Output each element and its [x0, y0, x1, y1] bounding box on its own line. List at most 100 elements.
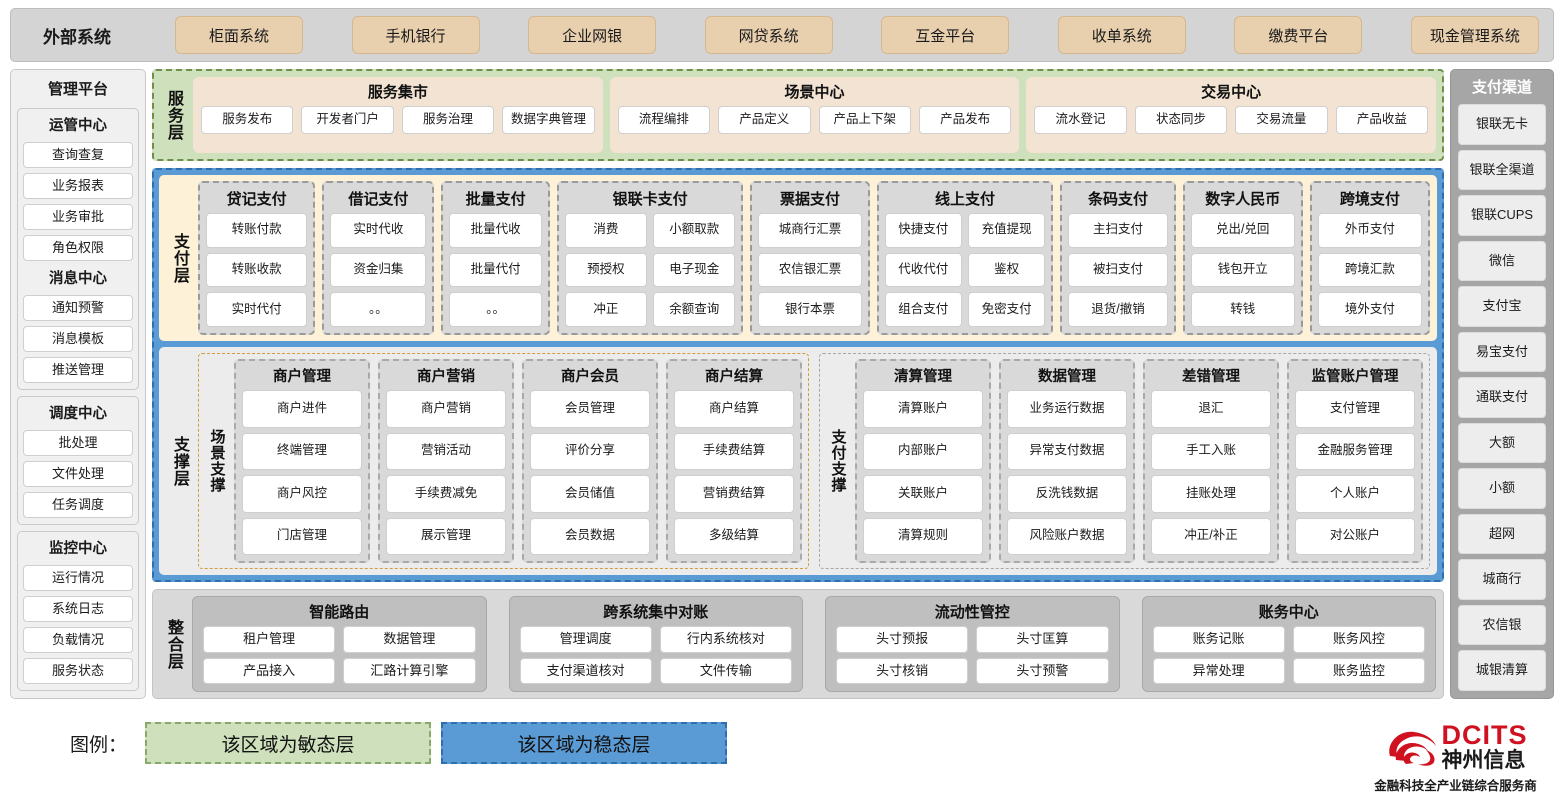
- channel-item[interactable]: 通联支付: [1458, 377, 1546, 418]
- integration-item[interactable]: 支付渠道核对: [519, 657, 652, 684]
- payment-item[interactable]: 预授权: [564, 252, 648, 288]
- payment-item[interactable]: 小额取款: [653, 213, 736, 248]
- support-item[interactable]: 商户营销: [386, 390, 506, 428]
- channel-item[interactable]: 超网: [1458, 513, 1546, 555]
- payment-item[interactable]: 外币支付: [1317, 213, 1422, 248]
- payment-item[interactable]: 电子现金: [653, 252, 736, 288]
- support-item[interactable]: 退汇: [1151, 390, 1271, 428]
- payment-item[interactable]: 免密支付: [968, 292, 1046, 328]
- support-item[interactable]: 商户结算: [674, 390, 794, 428]
- external-system-item[interactable]: 企业网银: [528, 16, 657, 54]
- support-item[interactable]: 门店管理: [242, 517, 362, 555]
- support-item[interactable]: 清算规则: [863, 517, 983, 555]
- payment-item[interactable]: 批量代付: [449, 252, 542, 288]
- payment-item[interactable]: 主扫支付: [1068, 213, 1168, 248]
- support-item[interactable]: 手续费减免: [386, 475, 506, 513]
- service-item[interactable]: 流程编排: [617, 106, 711, 134]
- integration-item[interactable]: 行内系统核对: [659, 626, 792, 653]
- payment-item[interactable]: 退货/撤销: [1068, 292, 1168, 328]
- management-item[interactable]: 批处理: [23, 430, 133, 456]
- management-item[interactable]: 消息模板: [23, 326, 133, 352]
- channel-item[interactable]: 易宝支付: [1458, 331, 1546, 373]
- channel-item[interactable]: 银联无卡: [1458, 104, 1546, 145]
- support-item[interactable]: 内部账户: [863, 432, 983, 470]
- support-item[interactable]: 手续费结算: [674, 432, 794, 470]
- management-item[interactable]: 推送管理: [23, 357, 133, 383]
- external-system-item[interactable]: 互金平台: [881, 16, 1010, 54]
- support-item[interactable]: 手工入账: [1151, 432, 1271, 470]
- integration-item[interactable]: 产品接入: [203, 657, 336, 684]
- support-item[interactable]: 会员数据: [530, 517, 650, 555]
- integration-item[interactable]: 账务风控: [1292, 626, 1425, 653]
- service-item[interactable]: 状态同步: [1134, 106, 1228, 134]
- service-item[interactable]: 开发者门户: [301, 106, 394, 134]
- integration-item[interactable]: 账务监控: [1292, 657, 1425, 684]
- support-item[interactable]: 支付管理: [1295, 390, 1415, 428]
- integration-item[interactable]: 头寸预警: [976, 657, 1109, 684]
- integration-item[interactable]: 头寸预报: [836, 626, 969, 653]
- support-item[interactable]: 业务运行数据: [1007, 390, 1127, 428]
- payment-item[interactable]: 银行本票: [758, 292, 862, 328]
- external-system-item[interactable]: 网贷系统: [704, 16, 833, 54]
- support-item[interactable]: 营销活动: [386, 432, 506, 470]
- support-item[interactable]: 多级结算: [674, 517, 794, 555]
- support-item[interactable]: 对公账户: [1295, 517, 1415, 555]
- support-item[interactable]: 展示管理: [386, 517, 506, 555]
- channel-item[interactable]: 银联全渠道: [1458, 149, 1546, 191]
- payment-item[interactable]: 跨境汇款: [1317, 252, 1422, 288]
- support-item[interactable]: 关联账户: [863, 475, 983, 513]
- management-item[interactable]: 业务报表: [23, 173, 133, 199]
- management-item[interactable]: 系统日志: [23, 596, 133, 622]
- support-item[interactable]: 金融服务管理: [1295, 432, 1415, 470]
- service-item[interactable]: 交易流量: [1235, 106, 1328, 134]
- support-item[interactable]: 挂账处理: [1151, 475, 1271, 513]
- integration-item[interactable]: 账务记账: [1152, 626, 1285, 653]
- support-item[interactable]: 反洗钱数据: [1007, 475, 1127, 513]
- channel-item[interactable]: 小额: [1458, 468, 1546, 509]
- external-system-item[interactable]: 手机银行: [351, 16, 480, 54]
- service-item[interactable]: 产品发布: [918, 106, 1012, 134]
- management-item[interactable]: 角色权限: [23, 235, 133, 261]
- support-item[interactable]: 会员储值: [530, 475, 650, 513]
- service-item[interactable]: 服务发布: [201, 106, 294, 134]
- channel-item[interactable]: 农信银: [1458, 604, 1546, 646]
- management-item[interactable]: 通知预警: [23, 295, 133, 321]
- management-item[interactable]: 负载情况: [23, 627, 133, 653]
- payment-item[interactable]: 。。: [449, 292, 542, 328]
- integration-item[interactable]: 异常处理: [1152, 657, 1285, 684]
- payment-item[interactable]: 组合支付: [884, 292, 962, 328]
- support-item[interactable]: 商户进件: [242, 390, 362, 428]
- support-item[interactable]: 商户风控: [242, 475, 362, 513]
- support-item[interactable]: 会员管理: [530, 390, 650, 428]
- integration-item[interactable]: 管理调度: [519, 626, 652, 653]
- payment-item[interactable]: 转账收款: [206, 252, 308, 288]
- channel-item[interactable]: 城商行: [1458, 559, 1546, 600]
- payment-item[interactable]: 实时代收: [330, 213, 427, 248]
- service-item[interactable]: 流水登记: [1034, 106, 1127, 134]
- support-item[interactable]: 营销费结算: [674, 475, 794, 513]
- management-item[interactable]: 业务审批: [23, 204, 133, 230]
- management-item[interactable]: 任务调度: [23, 492, 133, 518]
- integration-item[interactable]: 头寸匡算: [976, 626, 1109, 653]
- payment-item[interactable]: 被扫支付: [1068, 252, 1168, 288]
- payment-item[interactable]: 快捷支付: [884, 213, 962, 248]
- external-system-item[interactable]: 收单系统: [1057, 16, 1186, 54]
- payment-item[interactable]: 资金归集: [330, 252, 427, 288]
- payment-item[interactable]: 兑出/兑回: [1190, 213, 1295, 248]
- integration-item[interactable]: 文件传输: [659, 657, 792, 684]
- payment-item[interactable]: 转账付款: [206, 213, 308, 248]
- integration-item[interactable]: 头寸核销: [836, 657, 969, 684]
- integration-item[interactable]: 汇路计算引擎: [343, 657, 476, 684]
- support-item[interactable]: 终端管理: [242, 432, 362, 470]
- service-item[interactable]: 产品定义: [718, 106, 811, 134]
- payment-item[interactable]: 转钱: [1190, 292, 1295, 328]
- support-item[interactable]: 风险账户数据: [1007, 517, 1127, 555]
- integration-item[interactable]: 数据管理: [343, 626, 476, 653]
- integration-item[interactable]: 租户管理: [203, 626, 336, 653]
- external-system-item[interactable]: 缴费平台: [1234, 16, 1363, 54]
- payment-item[interactable]: 批量代收: [449, 213, 542, 248]
- payment-item[interactable]: 城商行汇票: [758, 213, 862, 248]
- service-item[interactable]: 服务治理: [401, 106, 495, 134]
- payment-item[interactable]: 境外支付: [1317, 292, 1422, 328]
- payment-item[interactable]: 余额查询: [653, 292, 736, 328]
